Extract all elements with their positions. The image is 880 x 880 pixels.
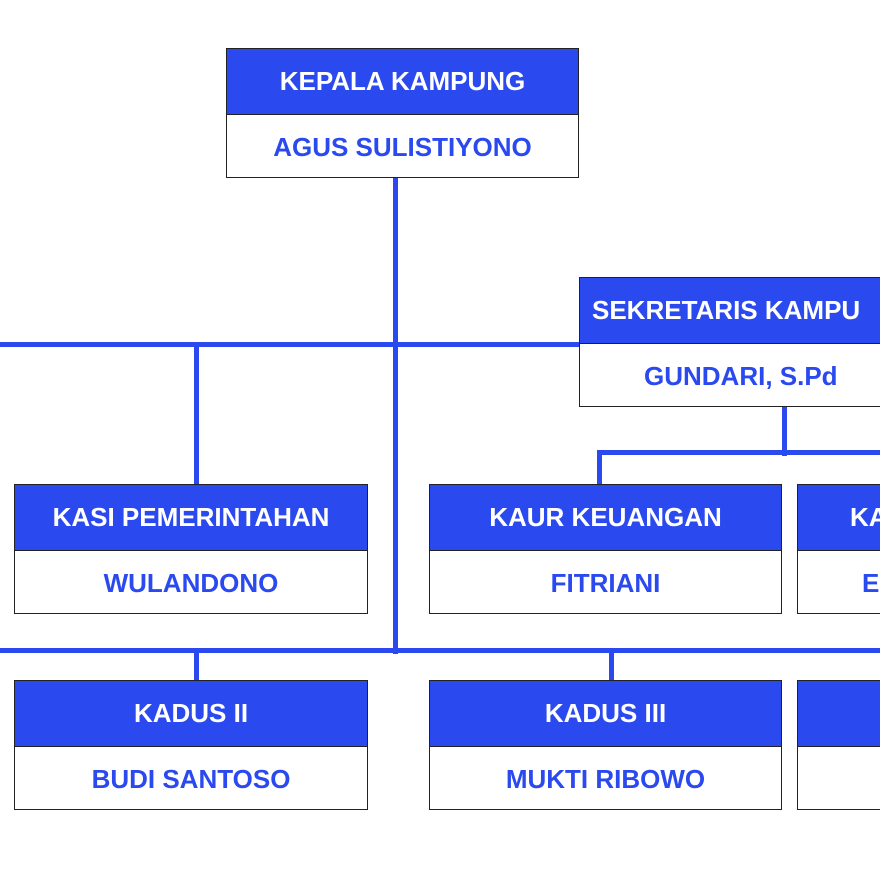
node-title (798, 681, 880, 746)
node-name: FITRIANI (430, 550, 781, 613)
node-name: BUDI SANTOSO (15, 746, 367, 809)
node-kadus-partial (797, 680, 880, 810)
node-name: AGUS SULISTIYONO (227, 114, 578, 177)
line-kaur-horizontal (597, 450, 880, 455)
node-title: KADUS III (430, 681, 781, 746)
node-kaur-keuangan: KAUR KEUANGAN FITRIANI (429, 484, 782, 614)
line-upper-horizontal (0, 342, 580, 347)
line-to-kaur-keuangan (597, 450, 602, 484)
line-to-kadus-3 (609, 648, 614, 681)
node-kadus-3: KADUS III MUKTI RIBOWO (429, 680, 782, 810)
node-name: GUNDARI, S.Pd (580, 343, 880, 406)
line-sekretaris-vertical (782, 406, 787, 456)
line-kepala-vertical (393, 178, 398, 654)
node-kepala-kampung: KEPALA KAMPUNG AGUS SULISTIYONO (226, 48, 579, 178)
node-name: WULANDONO (15, 550, 367, 613)
node-kaur-partial: KA E (797, 484, 880, 614)
node-name: E (798, 550, 880, 613)
node-kasi-pemerintahan: KASI PEMERINTAHAN WULANDONO (14, 484, 368, 614)
node-title: KEPALA KAMPUNG (227, 49, 578, 114)
node-title: KAUR KEUANGAN (430, 485, 781, 550)
node-title: SEKRETARIS KAMPU (580, 278, 880, 343)
node-name: MUKTI RIBOWO (430, 746, 781, 809)
line-to-kadus-2 (194, 648, 199, 681)
node-title: KA (798, 485, 880, 550)
line-to-kasi-pemerintahan (194, 342, 199, 484)
node-title: KASI PEMERINTAHAN (15, 485, 367, 550)
node-sekretaris-kampung: SEKRETARIS KAMPU GUNDARI, S.Pd (579, 277, 880, 407)
node-title: KADUS II (15, 681, 367, 746)
line-lower-horizontal (0, 648, 880, 653)
node-name (798, 746, 880, 809)
node-kadus-2: KADUS II BUDI SANTOSO (14, 680, 368, 810)
